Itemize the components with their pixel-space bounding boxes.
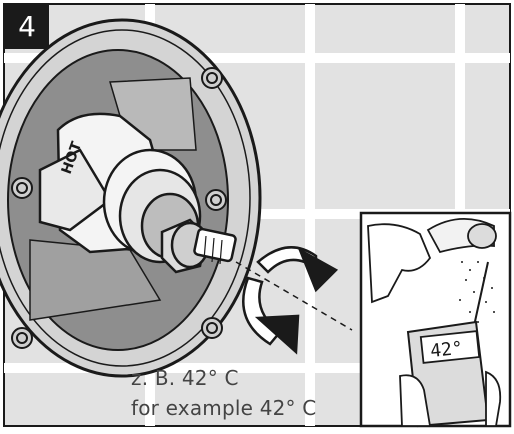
caption-english: for example 42° C [131, 396, 317, 420]
caption-german: z. B. 42° C [131, 366, 239, 390]
thermometer-reading: 42° [429, 338, 464, 362]
inset-temperature-check [359, 211, 512, 428]
step-number-badge: 4 [5, 5, 49, 49]
flange-screws [11, 67, 227, 349]
thermostatic-valve [38, 112, 237, 274]
rotation-arrow-icon [242, 246, 339, 355]
axis-dashed-line [235, 261, 353, 331]
